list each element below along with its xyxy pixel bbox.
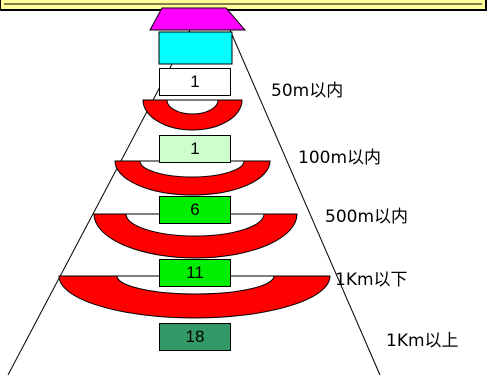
cone-right-line [229, 29, 381, 376]
house-wall [158, 31, 233, 65]
house-roof [149, 7, 247, 31]
count-box-500m: 6 [159, 196, 231, 224]
count-box-100m: 1 [159, 135, 231, 163]
distance-label-500m: 500m以内 [325, 207, 409, 227]
ring-50m [142, 99, 243, 131]
distance-label-50m: 50m以内 [271, 81, 344, 101]
top-banner [0, 0, 487, 11]
distance-label-100m: 100m以内 [298, 148, 382, 168]
distance-label-1km-above: 1Km以上 [386, 331, 459, 351]
count-box-1km-above: 18 [159, 323, 231, 351]
ring-100m [114, 160, 271, 196]
count-box-50m: 1 [159, 68, 231, 96]
distance-label-1km-below: 1Km以下 [335, 270, 408, 290]
count-box-1km-below: 11 [159, 259, 231, 287]
house-icon [149, 7, 247, 65]
